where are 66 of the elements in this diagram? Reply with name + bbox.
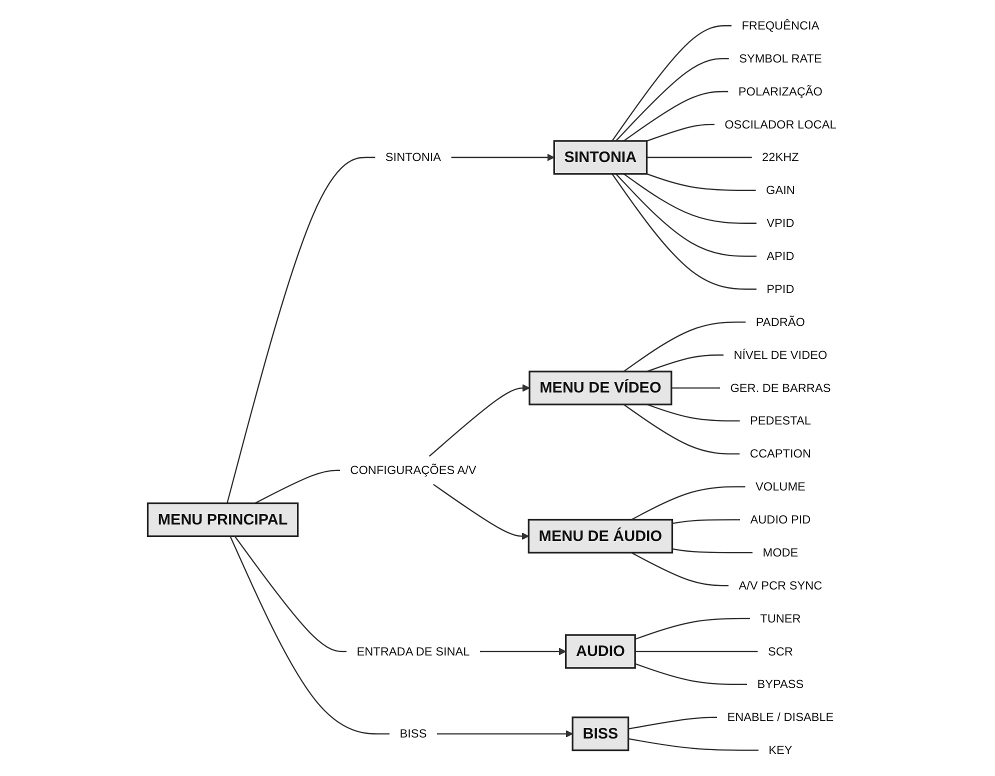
node-text: VPID	[767, 216, 795, 230]
connector	[635, 663, 748, 686]
node-text: CCAPTION	[750, 446, 812, 460]
node-text: PEDESTAL	[750, 414, 812, 428]
arrow	[452, 154, 555, 162]
connector	[612, 174, 757, 290]
connector	[635, 650, 758, 652]
node-text: SINTONIA	[386, 150, 442, 164]
connector	[647, 404, 740, 422]
arrow	[429, 384, 530, 457]
connector	[672, 519, 740, 524]
node-text: ENTRADA DE SINAL	[357, 644, 470, 658]
node-box	[565, 634, 636, 669]
node-text: BISS	[400, 726, 428, 740]
connector	[628, 716, 718, 730]
node-box	[147, 502, 300, 538]
connector	[624, 404, 740, 454]
node-text: AUDIO PID	[750, 512, 812, 526]
connector	[624, 90, 729, 142]
connector	[616, 58, 730, 142]
node-text: CONFIGURAÇÕES A/V	[350, 463, 477, 477]
connector	[632, 486, 746, 520]
arrow	[433, 484, 530, 540]
connector	[234, 536, 347, 652]
node-box	[554, 140, 648, 175]
connector	[635, 618, 750, 640]
connector	[646, 124, 715, 142]
node-text: NÍVEL DE VIDEO	[734, 348, 828, 362]
node-text: POLARIZAÇÃO	[738, 84, 823, 98]
node-text: PPID	[767, 282, 795, 296]
connector	[612, 25, 732, 142]
node-text: VOLUME	[756, 480, 806, 494]
node-text: APID	[767, 249, 795, 263]
connector	[672, 548, 753, 554]
arrow	[480, 648, 567, 656]
menu-tree-diagram: MENU PRINCIPAL SINTONIA CONFIGURAÇÕES A/V ENTRADA DE SINAL BISS SINTONIA FREQUÊNCIA SYMBOL RATE POLARIZAÇÃO OSCILADOR LOCAL 22KHZ GAIN VPID APID PPID MENU DE VÍDEO PADRÃO NÍVEL DE VIDEO GER. DE BARRAS PEDESTAL CCAPTION BISS ENABLE / DISABLE KEY AUDIO TUNER SCR BYPASS MENU DE ÁUDIO VOLUME AUDIO PID MODE A/V PCR SYNC	[141, 5, 854, 771]
connector	[646, 173, 756, 191]
connector	[672, 387, 720, 389]
node-text: BYPASS	[758, 677, 804, 691]
node-text: 22KHZ	[762, 150, 800, 164]
node-text: SCR	[768, 644, 794, 658]
node-box	[572, 716, 630, 752]
node-text: TUNER	[760, 611, 802, 625]
connector	[628, 738, 759, 751]
node-box	[528, 518, 674, 554]
node-text: FREQUÊNCIA	[742, 18, 820, 32]
connector	[647, 354, 724, 372]
node-text: ENABLE / DISABLE	[728, 710, 834, 724]
connector	[624, 173, 757, 224]
arrow	[437, 730, 574, 738]
node-text: GER. DE BARRAS	[730, 380, 832, 394]
node-text: PADRÃO	[756, 314, 806, 328]
node-text: MODE	[763, 545, 799, 560]
node-text: A/V PCR SYNC	[739, 578, 823, 592]
connector	[647, 156, 752, 158]
connector	[632, 552, 729, 586]
connector	[624, 321, 746, 372]
node-box	[529, 370, 673, 406]
connector	[230, 536, 390, 734]
node-text: GAIN	[766, 183, 796, 197]
node-text: OSCILADOR LOCAL	[725, 117, 837, 131]
connector	[254, 470, 340, 504]
node-text: KEY	[769, 743, 793, 757]
connector	[226, 156, 376, 504]
connector	[616, 173, 757, 257]
node-text: SYMBOL RATE	[739, 51, 822, 65]
